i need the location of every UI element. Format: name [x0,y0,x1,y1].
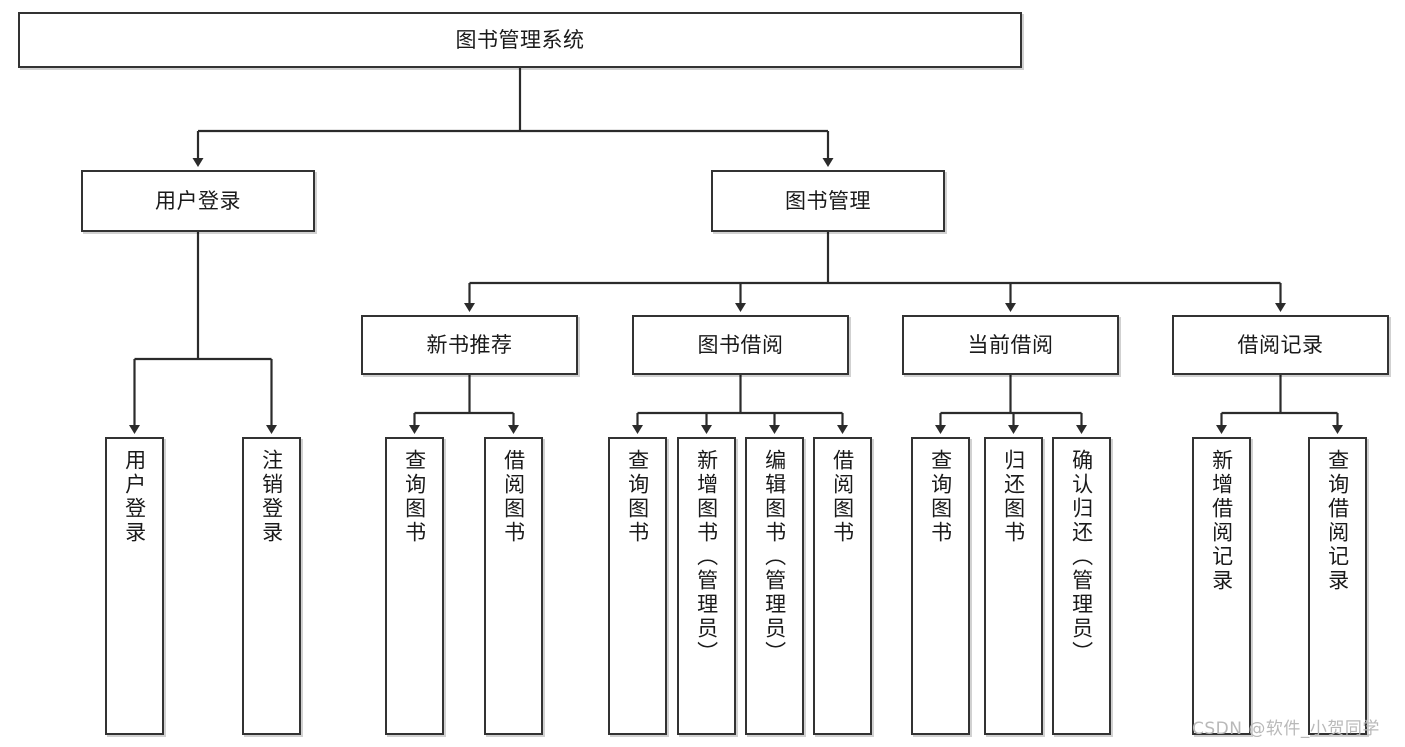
node-leaf-return-book[interactable]: 归还图书 [984,437,1043,735]
node-book-borrow[interactable]: 图书借阅 [632,315,849,375]
node-label: 查询图书 [402,449,427,545]
node-book-manage[interactable]: 图书管理 [711,170,945,232]
node-leaf-user-logout[interactable]: 注销登录 [242,437,301,735]
node-label: 图书借阅 [697,332,784,357]
node-leaf-confirm-return[interactable]: 确认归还（管理员） [1052,437,1111,735]
node-label: 确认归还（管理员） [1069,449,1094,665]
node-label: 查询图书 [625,449,650,545]
node-label: 用户登录 [155,188,241,213]
connector-paths [129,68,1343,434]
node-leaf-query-book-1[interactable]: 查询图书 [385,437,444,735]
node-label: 注销登录 [259,449,284,545]
node-label: 新增图书（管理员） [694,449,719,665]
node-root[interactable]: 图书管理系统 [18,12,1022,68]
node-label: 借阅图书 [830,449,855,545]
node-new-book-rec[interactable]: 新书推荐 [361,315,578,375]
node-label: 查询图书 [928,449,953,545]
node-label: 当前借阅 [967,332,1054,357]
node-leaf-add-record[interactable]: 新增借阅记录 [1192,437,1251,735]
node-leaf-user-login[interactable]: 用户登录 [105,437,164,735]
node-leaf-query-book-3[interactable]: 查询图书 [911,437,970,735]
node-label: 图书管理系统 [455,27,585,52]
node-label: 编辑图书（管理员） [762,449,787,665]
node-label: 新增借阅记录 [1209,449,1234,593]
node-leaf-edit-book[interactable]: 编辑图书（管理员） [745,437,804,735]
node-user-login[interactable]: 用户登录 [81,170,315,232]
node-leaf-add-book[interactable]: 新增图书（管理员） [677,437,736,735]
node-label: 借阅记录 [1237,332,1324,357]
node-label: 查询借阅记录 [1325,449,1350,593]
node-label: 用户登录 [122,449,147,545]
node-label: 归还图书 [1001,449,1026,545]
node-label: 图书管理 [785,188,871,213]
node-current-borrow[interactable]: 当前借阅 [902,315,1119,375]
node-label: 借阅图书 [501,449,526,545]
node-borrow-record[interactable]: 借阅记录 [1172,315,1389,375]
csdn-watermark: CSDN @软件_小贺同学 [1192,719,1380,739]
node-leaf-borrow-book-1[interactable]: 借阅图书 [484,437,543,735]
node-leaf-borrow-book-2[interactable]: 借阅图书 [813,437,872,735]
node-leaf-query-record[interactable]: 查询借阅记录 [1308,437,1367,735]
node-leaf-query-book-2[interactable]: 查询图书 [608,437,667,735]
node-label: 新书推荐 [426,332,513,357]
